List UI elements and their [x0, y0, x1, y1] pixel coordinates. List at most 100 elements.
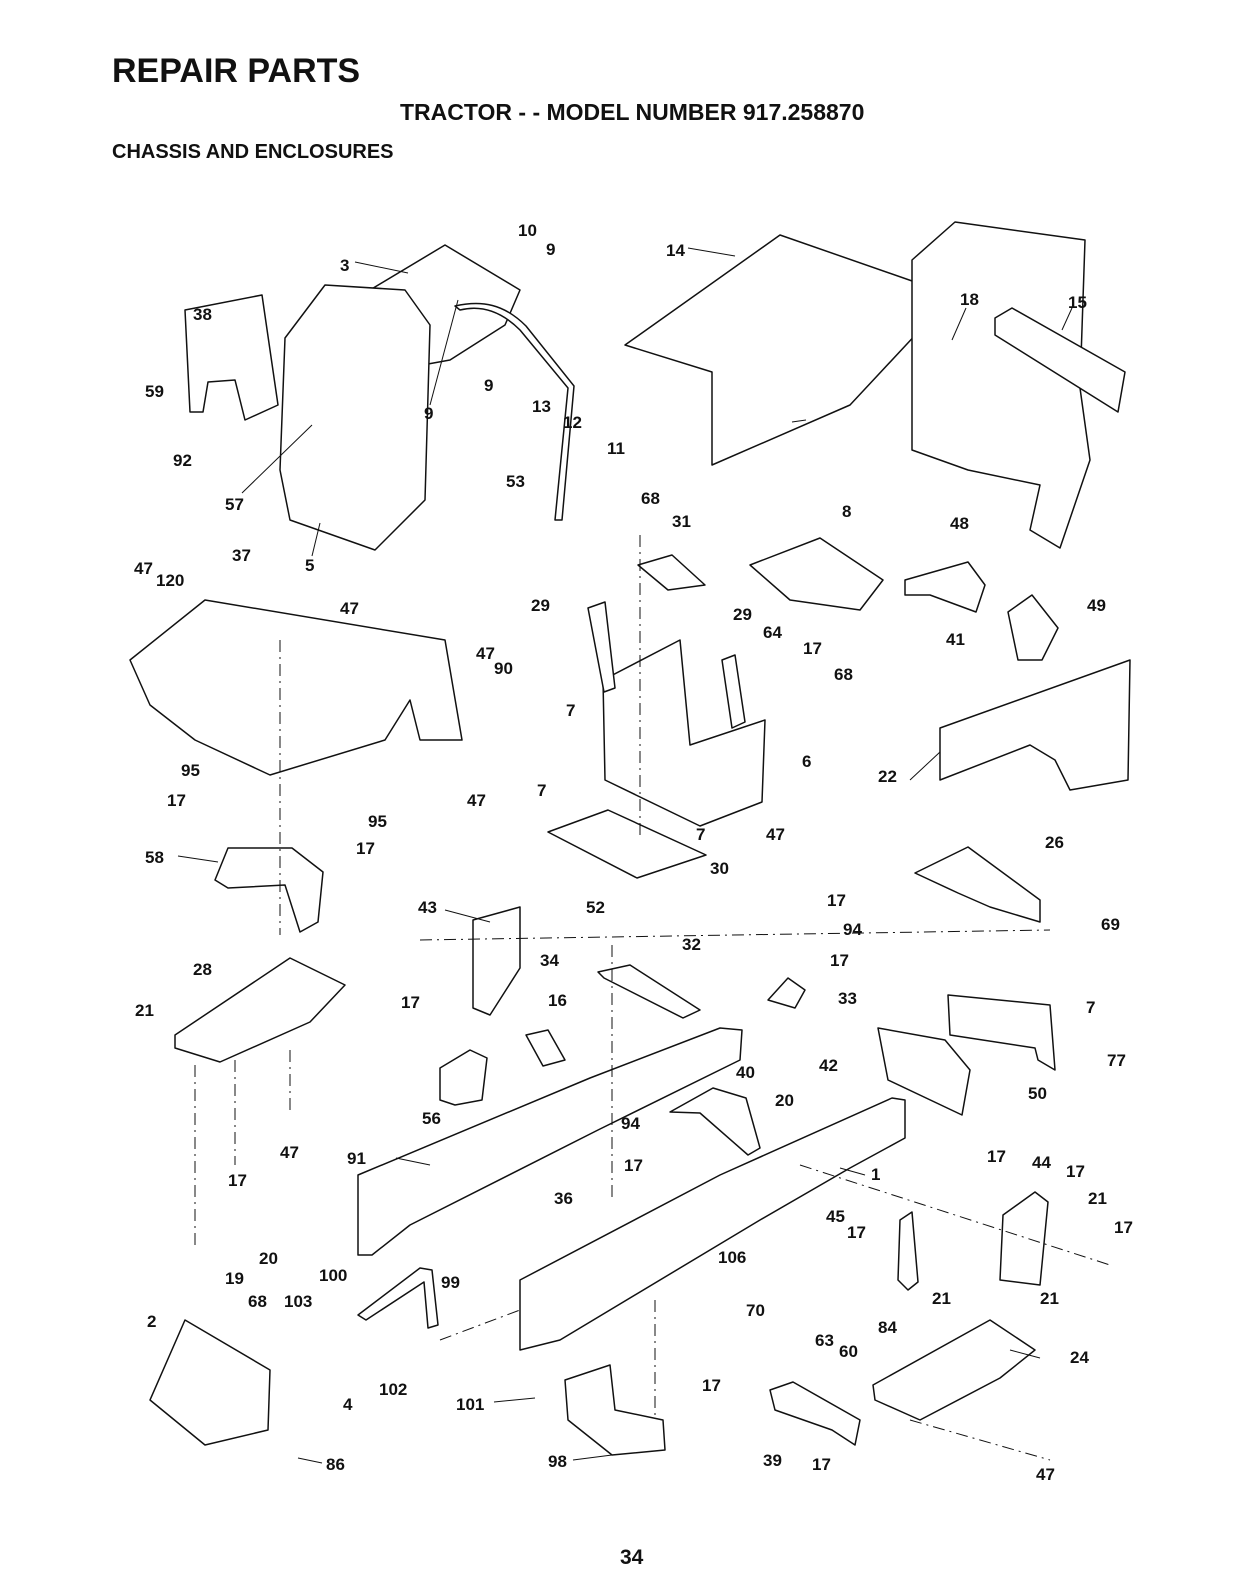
part-2-plate — [149, 1319, 271, 1446]
callout-53: 53 — [506, 472, 525, 491]
part-53-hood-rod — [454, 302, 575, 521]
callout-47: 47 — [467, 791, 486, 810]
callout-52: 52 — [586, 898, 605, 917]
callout-17: 17 — [401, 993, 420, 1012]
leader-line — [687, 247, 736, 257]
callout-94: 94 — [843, 920, 862, 939]
model-number-heading: TRACTOR - - MODEL NUMBER 917.258870 — [400, 99, 865, 125]
callout-18: 18 — [960, 290, 979, 309]
part-39-bracket — [769, 1381, 861, 1446]
callout-17: 17 — [803, 639, 822, 658]
callout-17: 17 — [167, 791, 186, 810]
part-92-bracket — [184, 294, 279, 421]
callout-3: 3 — [340, 256, 349, 275]
leader-line — [1061, 307, 1073, 331]
callout-17: 17 — [624, 1156, 643, 1175]
leader-line — [241, 424, 313, 494]
callout-99: 99 — [441, 1273, 460, 1292]
part-29-bracket-right — [721, 654, 746, 729]
part-28-footrest — [174, 957, 346, 1063]
callout-41: 41 — [946, 630, 965, 649]
page-title: REPAIR PARTS — [112, 52, 361, 90]
callout-26: 26 — [1045, 833, 1064, 852]
callout-59: 59 — [145, 382, 164, 401]
part-40-bracket — [669, 1087, 761, 1156]
part-77-plate — [947, 994, 1056, 1071]
callout-20: 20 — [775, 1091, 794, 1110]
callout-34: 34 — [540, 951, 559, 970]
part-18-grille — [911, 221, 1091, 549]
callout-68: 68 — [248, 1292, 267, 1311]
callout-17: 17 — [1114, 1218, 1133, 1237]
part-50-bracket — [877, 1027, 971, 1116]
callout-120: 120 — [156, 571, 184, 590]
leader-line — [444, 909, 491, 923]
callout-16: 16 — [548, 991, 567, 1010]
callout-17: 17 — [228, 1171, 247, 1190]
callout-38: 38 — [193, 305, 212, 324]
leader-lines — [177, 247, 1073, 1464]
callout-102: 102 — [379, 1380, 407, 1399]
part-30-panel — [547, 809, 707, 879]
callout-17: 17 — [830, 951, 849, 970]
section-heading: CHASSIS AND ENCLOSURES — [112, 141, 394, 163]
callout-5: 5 — [305, 556, 314, 575]
callout-30: 30 — [710, 859, 729, 878]
callout-19: 19 — [225, 1269, 244, 1288]
callout-17: 17 — [847, 1223, 866, 1242]
page-number: 34 — [620, 1546, 644, 1569]
leader-line — [354, 261, 409, 274]
part-58-bracket — [214, 847, 324, 933]
callout-1: 1 — [871, 1165, 880, 1184]
part-98-bracket — [564, 1364, 666, 1456]
callout-58: 58 — [145, 848, 164, 867]
callout-21: 21 — [1040, 1289, 1059, 1308]
callout-68: 68 — [834, 665, 853, 684]
callout-94: 94 — [621, 1114, 640, 1133]
callout-47: 47 — [766, 825, 785, 844]
callout-92: 92 — [173, 451, 192, 470]
callout-86: 86 — [326, 1455, 345, 1474]
center-line — [439, 1309, 521, 1341]
callout-98: 98 — [548, 1452, 567, 1471]
callout-7: 7 — [696, 825, 705, 844]
callout-11: 11 — [607, 439, 625, 458]
callout-68: 68 — [641, 489, 660, 508]
leader-line — [493, 1397, 536, 1403]
part-29-bracket-left — [587, 601, 616, 693]
callout-20: 20 — [259, 1249, 278, 1268]
center-line — [799, 1164, 1111, 1266]
callout-12: 12 — [563, 413, 582, 432]
callout-47: 47 — [1036, 1465, 1055, 1484]
part-33-bracket — [767, 977, 806, 1009]
callout-49: 49 — [1087, 596, 1106, 615]
callout-40: 40 — [736, 1063, 755, 1082]
part-24-footrest — [872, 1319, 1036, 1421]
callout-21: 21 — [932, 1289, 951, 1308]
part-91-frame-rail — [357, 1027, 743, 1256]
part-1-frame-rail — [519, 1097, 906, 1351]
part-99-lever — [357, 1267, 439, 1329]
callout-32: 32 — [682, 935, 701, 954]
part-31-plate — [637, 554, 706, 591]
callout-70: 70 — [746, 1301, 765, 1320]
callout-45: 45 — [826, 1207, 845, 1226]
callout-95: 95 — [181, 761, 200, 780]
callout-42: 42 — [819, 1056, 838, 1075]
callout-9: 9 — [424, 404, 433, 423]
callout-103: 103 — [284, 1292, 312, 1311]
callout-57: 57 — [225, 495, 244, 514]
leader-line — [1009, 1349, 1041, 1359]
part-37-fender — [129, 599, 463, 776]
callout-8: 8 — [842, 502, 851, 521]
part-34-bracket — [597, 964, 701, 1019]
callout-17: 17 — [356, 839, 375, 858]
callout-29: 29 — [733, 605, 752, 624]
part-49-bracket — [1007, 594, 1059, 661]
callout-84: 84 — [878, 1318, 897, 1337]
callout-77: 77 — [1107, 1051, 1126, 1070]
part-43-bracket — [472, 906, 521, 1016]
callout-106: 106 — [718, 1248, 746, 1267]
callout-21: 21 — [1088, 1189, 1107, 1208]
